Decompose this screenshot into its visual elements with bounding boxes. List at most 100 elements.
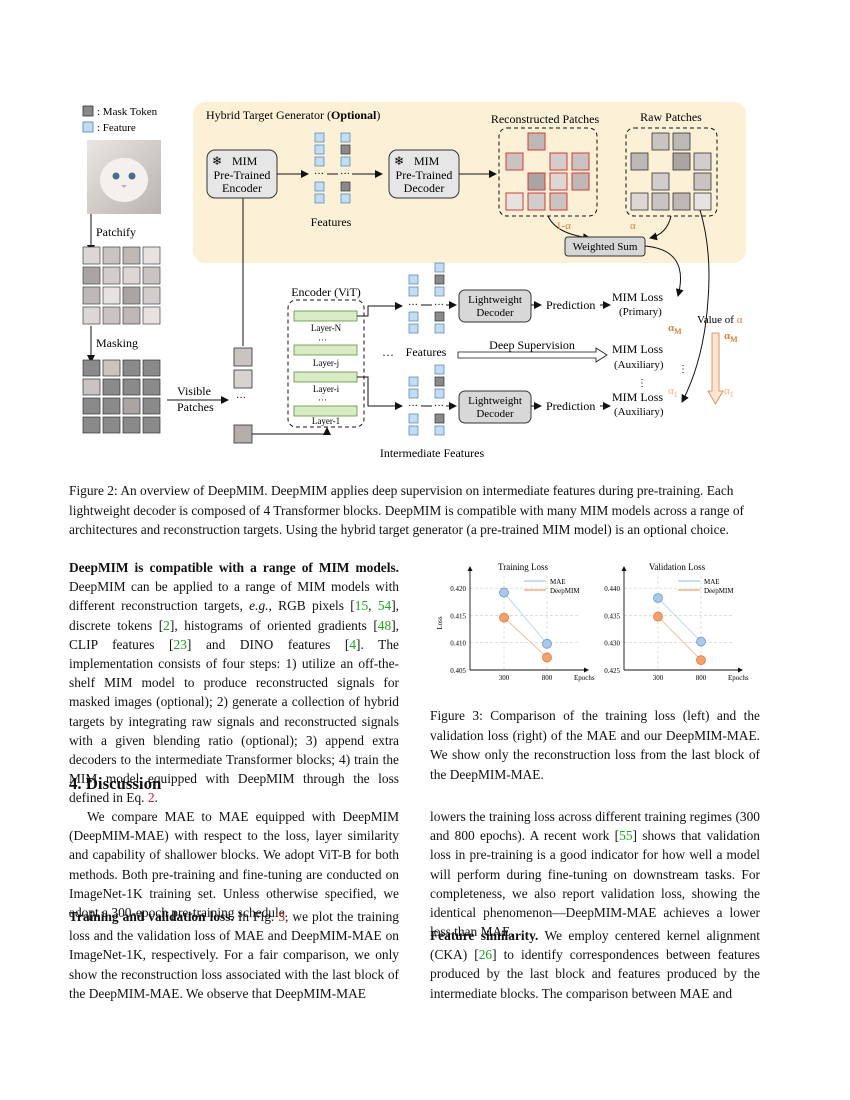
left-paragraph-compatible: DeepMIM is compatible with a range of MI…: [69, 560, 400, 806]
raw-patch: [630, 192, 649, 211]
alpha-1-label-left: α1: [668, 385, 678, 399]
image-patch: [142, 266, 161, 285]
masked-patch: [82, 359, 101, 377]
mask-token-swatch: [82, 105, 94, 117]
encoder-label-3: Encoder: [222, 181, 262, 195]
masked-patch: [102, 416, 121, 434]
x-axis-label: Epochs: [574, 674, 595, 682]
citation-link[interactable]: 54: [377, 598, 392, 614]
raw-patch: [693, 152, 712, 171]
y-tick-label: 0.415: [450, 612, 466, 620]
text: ], discrete tokens [: [69, 598, 400, 633]
data-point: [499, 612, 509, 623]
masked-patch: [82, 416, 101, 434]
chart-title: Validation Loss: [649, 562, 706, 572]
data-point: [542, 638, 552, 649]
deep-supervision-label: Deep Supervision: [489, 338, 575, 352]
figure-link[interactable]: 3: [278, 909, 286, 924]
svg-text:···: ···: [408, 401, 418, 412]
raw-patch: [651, 132, 670, 151]
cat-image: [87, 140, 161, 214]
y-tick-label: 0.410: [450, 640, 466, 648]
decoder-label-3: Decoder: [404, 181, 445, 195]
equation-link[interactable]: 2: [147, 790, 155, 806]
image-patch: [122, 286, 141, 305]
image-patch: [82, 266, 101, 285]
mim-loss-aux: MIM Loss: [612, 342, 663, 356]
image-patch: [122, 266, 141, 285]
citation-link[interactable]: 2: [163, 617, 170, 633]
layer-dots: ···: [318, 395, 327, 405]
x-tick-label: 800: [696, 674, 707, 682]
image-patch: [142, 286, 161, 305]
masked-patch: [142, 359, 161, 377]
citation-link[interactable]: 55: [619, 828, 633, 844]
y-axis-arrow: [621, 566, 627, 571]
encoder-label-2: Pre-Trained: [214, 168, 271, 182]
figure-2: : Mask Token : Feature Hybrid Target Gen…: [0, 0, 850, 470]
x-tick-label: 300: [499, 674, 510, 682]
weighted-sum-label: Weighted Sum: [573, 241, 638, 253]
svg-text:···: ···: [408, 300, 418, 311]
image-patch: [122, 246, 141, 265]
y-tick-label: 0.420: [450, 585, 466, 593]
vertical-dots: ⋮: [637, 378, 647, 389]
encoder-vit-label: Encoder (ViT): [291, 285, 361, 299]
text: .: [154, 790, 158, 806]
citation-link[interactable]: 4: [349, 636, 357, 652]
masked-patch: [102, 378, 121, 396]
raw-patch: [651, 172, 670, 191]
legend-feature-label: : Feature: [97, 122, 136, 134]
vertical-dots: ⋮: [678, 364, 688, 375]
svg-text:···: ···: [340, 169, 350, 180]
masked-patch: [122, 378, 141, 396]
x-axis-arrow: [738, 667, 743, 673]
y-tick-label: 0.405: [450, 667, 466, 675]
text: We employ centered kernel alignment (CKA…: [430, 928, 760, 963]
middle-dots: ···: [382, 348, 394, 362]
citation-link[interactable]: 15: [354, 598, 369, 614]
features-stack-lower: ··· ···: [408, 364, 445, 436]
layer-1-label: Layer-1: [312, 416, 340, 426]
y-tick-label: 0.435: [604, 612, 620, 620]
primary-label: (Primary): [619, 306, 662, 318]
text: ] to identify correspondences between fe…: [430, 947, 760, 1001]
citation-link[interactable]: 48: [377, 617, 392, 633]
text: e.g.: [249, 598, 269, 614]
series-line: [657, 597, 702, 642]
svg-text:···: ···: [314, 169, 324, 180]
reconstructed-patches-label: Reconstructed Patches: [491, 112, 600, 126]
raw-patch: [672, 132, 691, 151]
ld-lower-label-2: Decoder: [476, 408, 514, 420]
visible-patch: [122, 397, 141, 415]
svg-text:···: ···: [434, 401, 444, 412]
image-patch: [142, 246, 161, 265]
y-axis-arrow: [467, 566, 473, 571]
alpha-m-label-left: αM: [668, 322, 682, 336]
citation-link[interactable]: 26: [478, 947, 493, 963]
image-patch: [122, 306, 141, 325]
reconstructed-patch: [549, 172, 568, 191]
left-paragraph-training-loss: Training and validation loss. In Fig. 3,…: [69, 907, 399, 1003]
patchify-label: Patchify: [96, 225, 136, 239]
y-axis-label: Loss: [436, 616, 444, 630]
reconstructed-patch: [505, 152, 524, 171]
visible-patches-label-2: Patches: [177, 400, 214, 414]
features-top-label: Features: [311, 215, 352, 229]
feature-similarity-heading: Feature similarity.: [430, 928, 539, 943]
visible-patch: [102, 359, 121, 377]
figure-2-caption: Figure 2: An overview of DeepMIM. DeepMI…: [69, 483, 744, 538]
visible-patch-column: ···: [233, 347, 253, 444]
series-line: [657, 616, 702, 661]
prediction-lower: Prediction: [546, 399, 595, 413]
citation-link[interactable]: 23: [173, 636, 187, 652]
data-point: [653, 611, 663, 622]
section-heading-discussion: 4. Discussion: [69, 774, 162, 793]
masked-patch: [142, 378, 161, 396]
hybrid-target-panel: [193, 102, 746, 263]
image-patch: [82, 286, 101, 305]
right-paragraph-loss: lowers the training loss across differen…: [430, 807, 760, 941]
right-paragraph-feature-similarity: Feature similarity. We employ centered k…: [430, 926, 760, 1003]
image-patch: [102, 306, 121, 325]
